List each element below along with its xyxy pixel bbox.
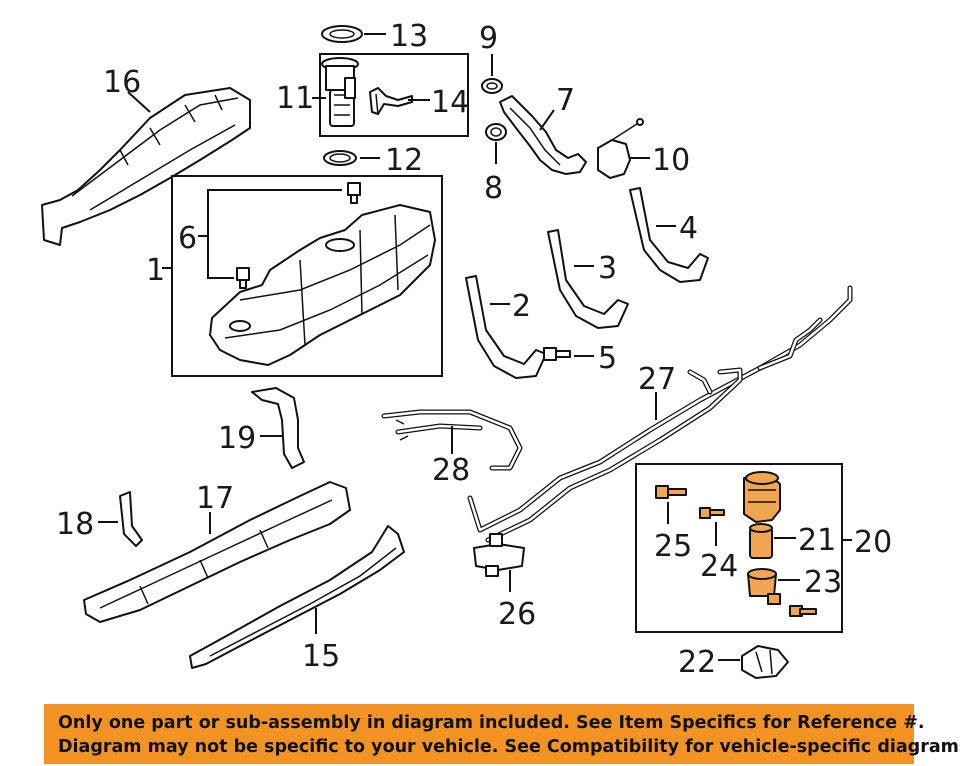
callout-28: 28 — [432, 453, 470, 488]
part-17-skid-plate — [83, 481, 351, 623]
part-26-vapor-valve — [473, 533, 525, 577]
callout-19: 19 — [218, 421, 256, 456]
callout-27: 27 — [638, 362, 676, 397]
callout-21: 21 — [798, 523, 836, 558]
callout-13: 13 — [390, 19, 428, 54]
callout-24: 24 — [700, 549, 738, 584]
callout-1: 1 — [146, 253, 165, 288]
callout-18: 18 — [56, 507, 94, 542]
disclaimer-line-2: Diagram may not be specific to your vehi… — [58, 737, 960, 757]
part-28-vent-lines — [381, 409, 523, 471]
part-14-fuel-level-sender — [369, 87, 413, 116]
part-20-filter-housing — [743, 471, 781, 523]
callout-17: 17 — [196, 481, 234, 516]
callout-23: 23 — [804, 565, 842, 600]
part-2-tank-strap — [465, 275, 547, 379]
leader-7 — [539, 109, 555, 131]
callout-25: 25 — [654, 529, 692, 564]
part-16-heat-shield — [41, 87, 251, 246]
part-8-clamp — [485, 123, 507, 141]
sub-assembly-box-1 — [171, 175, 443, 377]
part-21-filter-element — [749, 523, 773, 559]
part-11-fuel-pump-module — [321, 57, 359, 127]
disclaimer-banner: Only one part or sub-assembly in diagram… — [44, 704, 960, 764]
callout-16: 16 — [103, 65, 141, 100]
callout-26: 26 — [498, 597, 536, 632]
callout-12: 12 — [385, 143, 423, 178]
part-13-lock-ring — [321, 25, 363, 43]
part-9-seal — [481, 78, 503, 94]
callout-4: 4 — [679, 211, 698, 246]
part-6-fasteners — [236, 182, 361, 289]
callout-14: 14 — [431, 85, 469, 120]
part-15-shield — [189, 525, 405, 669]
callout-15: 15 — [302, 639, 340, 674]
part-25-bolt — [655, 485, 687, 499]
bolt-lower — [789, 605, 817, 617]
callout-5: 5 — [598, 341, 617, 376]
part-1-fuel-tank — [209, 204, 436, 366]
callout-9: 9 — [479, 21, 498, 56]
sub-assembly-box-20 — [635, 463, 843, 633]
callout-8: 8 — [484, 171, 503, 206]
part-12-seal — [323, 150, 357, 166]
part-18-bracket — [119, 491, 143, 547]
disclaimer-line-1: Only one part or sub-assembly in diagram… — [58, 713, 925, 733]
callout-6: 6 — [178, 221, 197, 256]
part-23-filter-cup — [747, 568, 781, 605]
part-5-bolt — [543, 347, 571, 361]
part-24-bolt — [699, 507, 725, 519]
sub-assembly-box-11 — [319, 53, 469, 137]
callout-7: 7 — [556, 83, 575, 118]
part-22-bracket — [741, 645, 789, 679]
callout-22: 22 — [678, 645, 716, 680]
callout-2: 2 — [512, 289, 531, 324]
callout-11: 11 — [276, 81, 314, 116]
leader-16 — [127, 91, 151, 113]
callout-10: 10 — [652, 143, 690, 178]
part-19-strap — [251, 387, 305, 469]
part-3-tank-strap — [547, 229, 629, 329]
part-10-filler-housing — [597, 118, 644, 179]
callout-3: 3 — [598, 251, 617, 286]
part-4-tank-strap — [629, 187, 709, 283]
part-7-filler-pipe — [499, 95, 587, 175]
callout-20: 20 — [854, 525, 892, 560]
leader-6 — [198, 189, 342, 279]
part-27-fuel-lines — [467, 285, 853, 543]
